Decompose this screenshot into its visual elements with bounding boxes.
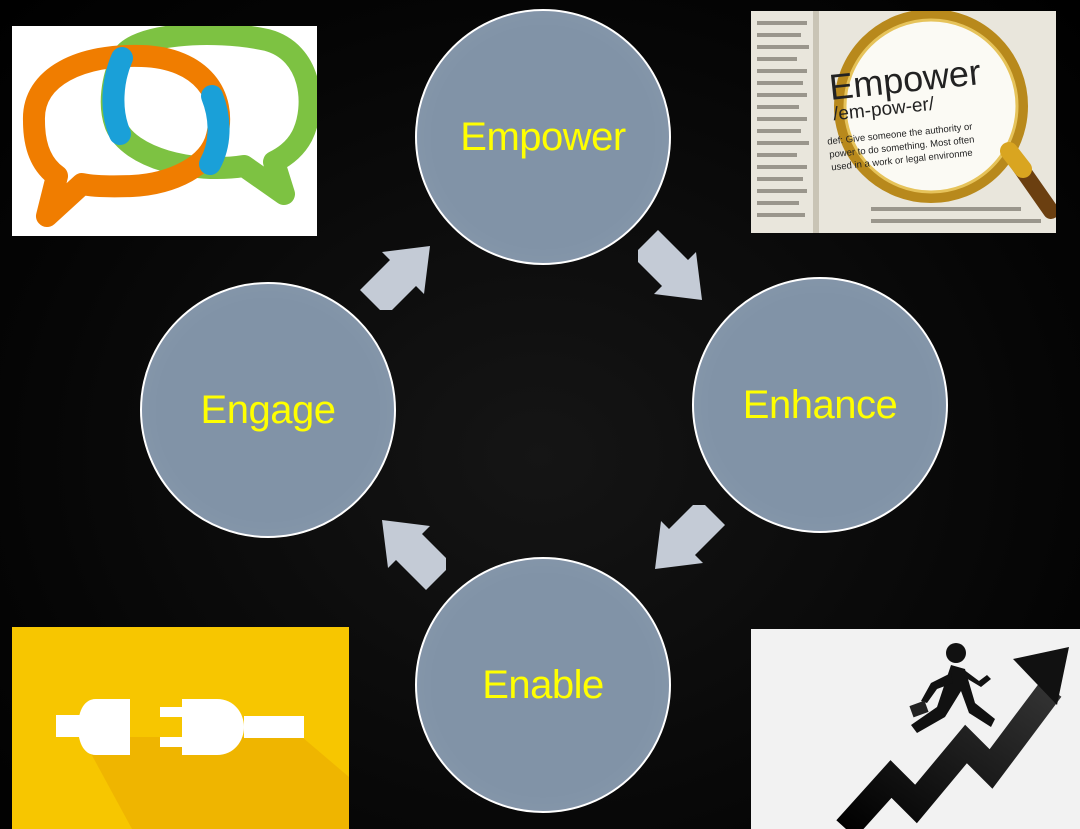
plug-socket-icon xyxy=(12,627,349,829)
node-enhance-label: Enhance xyxy=(742,382,898,427)
running-man-rising-arrow-icon xyxy=(751,629,1080,829)
arrow-enhance-to-enable xyxy=(655,505,725,569)
node-enhance: Enhance xyxy=(692,277,948,533)
definition-image: Empower /em-pow-er/ def: Give someone th… xyxy=(751,11,1056,233)
node-enable-label: Enable xyxy=(482,662,604,707)
arrow-engage-to-empower xyxy=(360,246,430,310)
node-engage-label: Engage xyxy=(200,387,336,432)
arrow-empower-to-enhance xyxy=(638,230,702,300)
arrow-enable-to-engage xyxy=(382,520,446,590)
node-empower: Empower xyxy=(415,9,671,265)
node-engage: Engage xyxy=(140,282,396,538)
node-empower-label: Empower xyxy=(460,114,626,159)
node-enable: Enable xyxy=(415,557,671,813)
speech-bubbles-icon xyxy=(12,26,317,236)
